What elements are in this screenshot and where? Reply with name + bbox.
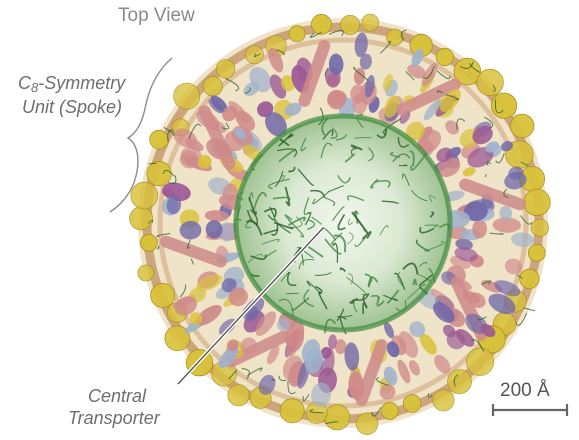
central-transporter-label-line2: Transporter <box>68 408 160 428</box>
spoke-label-line2: Unit (Spoke) <box>22 97 123 117</box>
figure-title: Top View <box>118 5 195 26</box>
central-transporter-label-line1: Central <box>88 386 147 406</box>
scale-bar <box>491 404 569 416</box>
spoke-label-subscript: 8 <box>31 80 39 95</box>
spoke-label-rest: -Symmetry <box>38 73 126 93</box>
scale-bar-label: 200 Å <box>500 380 550 401</box>
spoke-label-line1: C8-Symmetry <box>18 73 125 95</box>
central-transporter-pointer-line <box>177 227 324 385</box>
spoke-label-symbol: C <box>18 73 31 93</box>
nuclear-pore-complex <box>129 13 551 435</box>
central-transporter-core <box>236 116 450 330</box>
spoke-brace <box>109 57 173 213</box>
spoke-subunits <box>160 32 535 408</box>
peripheral-strands <box>147 29 536 425</box>
central-transporter-mesh <box>233 107 453 335</box>
